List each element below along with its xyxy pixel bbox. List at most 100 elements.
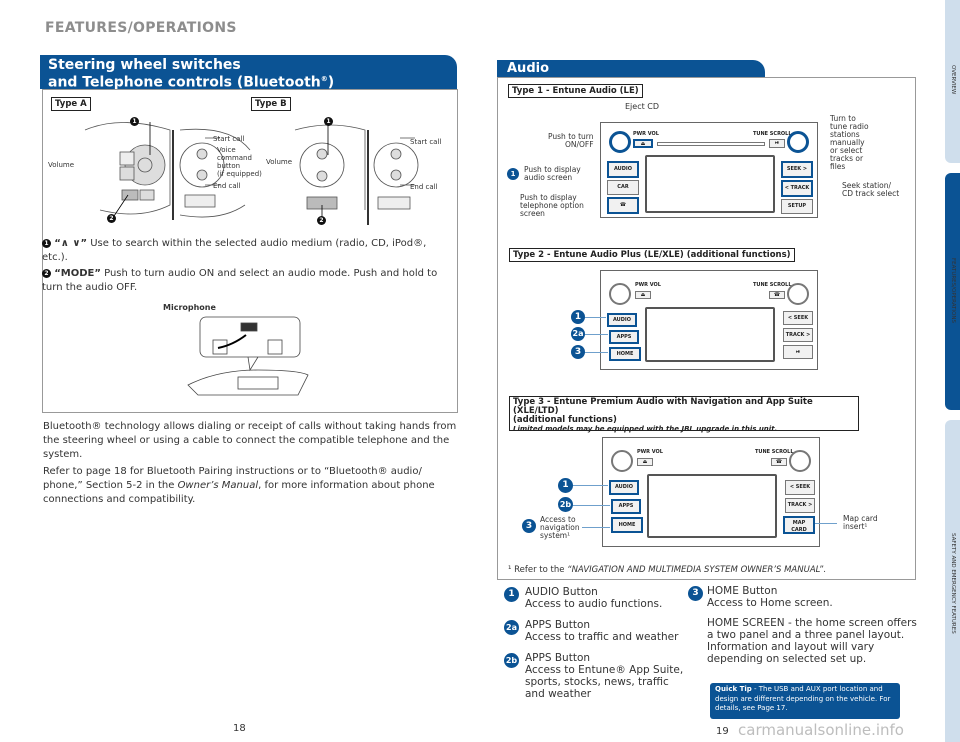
seek-button[interactable]: SEEK >: [781, 161, 813, 178]
tune-scroll-label: TUNE SCROLL: [753, 282, 792, 288]
audio-section-title: Audio: [497, 60, 765, 77]
track-button[interactable]: < TRACK: [781, 180, 813, 197]
left-section-title: Steering wheel switches and Telephone co…: [40, 55, 457, 90]
audio-button[interactable]: AUDIO: [607, 161, 639, 178]
type-3-label: Type 3 - Entune Premium Audio with Navig…: [509, 396, 859, 433]
phone-button[interactable]: ☎: [769, 291, 785, 299]
play-pause-button[interactable]: ⏯: [769, 139, 785, 148]
quick-tip-box: Quick Tip - The USB and AUX port locatio…: [710, 683, 900, 719]
track-button[interactable]: TRACK >: [785, 498, 815, 513]
phone-screen-label: Push to display telephone option screen: [520, 193, 584, 218]
type-1-label: Type 1 - Entune Audio (LE): [508, 84, 643, 98]
item-2-description: 2 “MODE” Push to turn audio ON and selec…: [42, 268, 438, 293]
legend-num-2a: 2a: [504, 620, 519, 635]
callout-1-type-a: 1: [130, 117, 139, 126]
radio-type-2: PWR VOL TUNE SCROLL ⏏ ☎ AUDIO APPS HOME …: [600, 270, 818, 370]
setup-button[interactable]: SETUP: [781, 199, 813, 214]
voice-command-label: Voice command button (if equipped): [217, 146, 262, 178]
watermark: carmanualsonline.info: [738, 721, 904, 739]
audio-screen-label: Push to display audio screen: [524, 165, 581, 182]
cd-slot: [657, 142, 765, 146]
power-volume-knob[interactable]: [609, 283, 631, 305]
side-tab-features[interactable]: [945, 173, 960, 410]
display-screen[interactable]: [647, 474, 777, 538]
car-button[interactable]: CAR: [607, 180, 639, 195]
audio-button[interactable]: AUDIO: [609, 480, 639, 495]
footnote: ¹ Refer to the “NAVIGATION AND MULTIMEDI…: [508, 565, 826, 575]
start-call-label-b: Start call: [410, 138, 442, 146]
volume-label-b: Volume: [266, 158, 293, 166]
side-tab-label-features: FEATURES/OPERATIONS: [950, 257, 956, 323]
tune-scroll-label: TUNE SCROLL: [755, 449, 794, 455]
callout-1-type-1: 1: [507, 168, 519, 180]
play-pause-button[interactable]: ⏯: [783, 345, 813, 359]
seek-button[interactable]: < SEEK: [785, 480, 815, 495]
page-number-18: 18: [233, 723, 246, 734]
tune-scroll-knob[interactable]: [789, 450, 811, 472]
power-volume-knob[interactable]: [611, 450, 633, 472]
steering-wheel-diagrams: [84, 122, 419, 225]
pwr-vol-label: PWR VOL: [637, 449, 663, 455]
callout-3-type-3: 3: [522, 519, 536, 533]
audio-panel: [497, 77, 916, 580]
radio-type-3: PWR VOL TUNE SCROLL ⏏ ☎ AUDIO APPS HOME …: [602, 437, 820, 547]
bluetooth-paragraph: Bluetooth® technology allows dialing or …: [43, 421, 457, 460]
callout-2-type-a: 2: [107, 214, 116, 223]
tune-scroll-knob[interactable]: [787, 283, 809, 305]
tune-scroll-label: TUNE SCROLL: [753, 131, 792, 137]
eject-cd-label: Eject CD: [625, 102, 660, 111]
tune-scroll-knob[interactable]: [787, 131, 809, 153]
eject-button[interactable]: ⏏: [635, 291, 651, 299]
home-button[interactable]: HOME: [609, 347, 641, 361]
phone-button[interactable]: ☎: [607, 197, 639, 214]
page-number-19: 19: [716, 726, 729, 737]
apps-button[interactable]: APPS: [609, 330, 639, 344]
side-tab-label-overview: OVERVIEW: [950, 65, 956, 95]
callout-3-type-2: 3: [571, 345, 585, 359]
refer-paragraph: Refer to page 18 for Bluetooth Pairing i…: [43, 466, 435, 505]
home-button[interactable]: HOME: [611, 517, 643, 533]
microphone-illustration: [187, 316, 309, 396]
seek-label: Seek station/ CD track select: [842, 181, 900, 198]
power-volume-knob[interactable]: [609, 131, 631, 153]
seek-button[interactable]: < SEEK: [783, 311, 813, 325]
section-header: FEATURES/OPERATIONS: [45, 20, 237, 36]
audio-button[interactable]: AUDIO: [607, 313, 637, 327]
map-card-button[interactable]: MAP CARD: [783, 516, 815, 534]
callout-1-type-b: 1: [324, 117, 333, 126]
type-2-label: Type 2 - Entune Audio Plus (LE/XLE) (add…: [509, 248, 795, 262]
apps-button[interactable]: APPS: [611, 499, 641, 514]
radio-type-1: PWR VOL TUNE SCROLL ⏏ ⏯ AUDIO CAR ☎ SEEK…: [600, 122, 818, 218]
start-call-label-a: Start call: [213, 135, 245, 143]
legend-num-3: 3: [688, 586, 703, 601]
legend-num-2b: 2b: [504, 653, 519, 668]
steering-controls-panel: [42, 89, 458, 413]
callout-2-type-b: 2: [317, 216, 326, 225]
tune-label: Turn to tune radio stations manually or …: [830, 114, 869, 171]
microphone-label: Microphone: [163, 303, 216, 312]
display-screen[interactable]: [645, 155, 775, 213]
track-button[interactable]: TRACK >: [783, 328, 813, 342]
callout-2a-type-2: 2a: [571, 327, 585, 341]
eject-button[interactable]: ⏏: [637, 458, 653, 466]
item-1-description: 1 “∧ ∨” Use to search within the selecte…: [42, 238, 427, 263]
callout-1-type-3: 1: [558, 478, 573, 493]
volume-label-a: Volume: [48, 161, 75, 169]
title-line-1: Steering wheel switches: [48, 57, 241, 73]
callout-1-type-2: 1: [571, 310, 585, 324]
end-call-label-b: End call: [410, 183, 438, 191]
side-tab-overview[interactable]: [945, 0, 960, 163]
on-off-label: Push to turn ON/OFF: [548, 132, 594, 149]
pwr-vol-label: PWR VOL: [633, 131, 659, 137]
display-screen[interactable]: [645, 307, 775, 362]
phone-button[interactable]: ☎: [771, 458, 787, 466]
legend-num-1: 1: [504, 587, 519, 602]
eject-button[interactable]: ⏏: [633, 139, 653, 148]
navigation-access-label: Access to navigation system¹: [540, 515, 580, 540]
callout-2b-type-3: 2b: [558, 497, 573, 512]
side-tab-label-safety: SAFETY AND EMERGENCY FEATURES: [950, 532, 956, 634]
side-tab-safety[interactable]: [945, 420, 960, 742]
